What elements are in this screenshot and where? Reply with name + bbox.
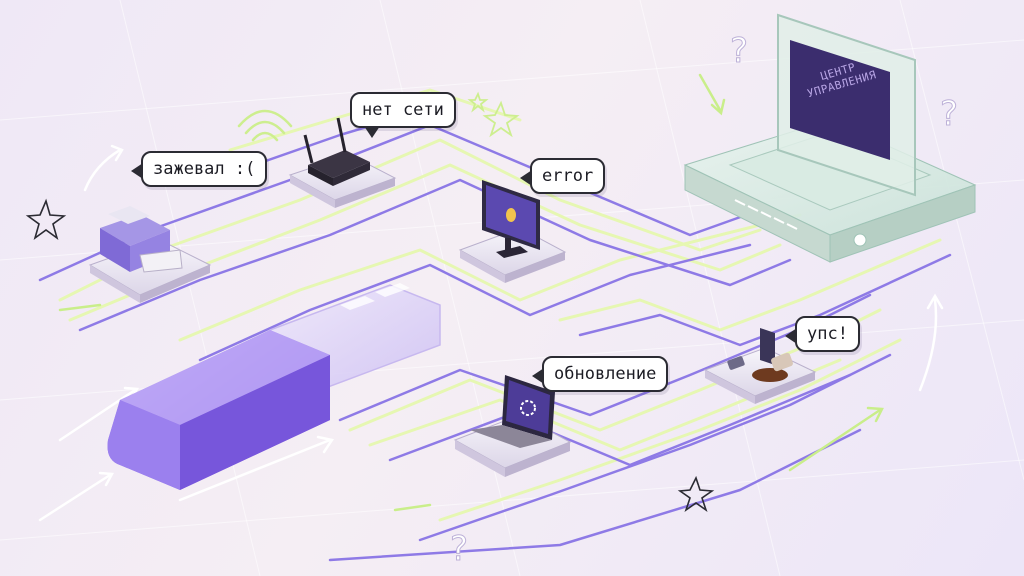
printer-station bbox=[88, 206, 212, 303]
decorative-arrows-green bbox=[58, 73, 884, 512]
bubble-monitor: error bbox=[519, 158, 606, 194]
laptop-icon bbox=[470, 375, 555, 448]
bubble-spill: упс! bbox=[785, 316, 860, 352]
svg-text:?: ? bbox=[450, 529, 468, 569]
svg-text:?: ? bbox=[730, 31, 748, 71]
bubble-laptop: обновление bbox=[531, 356, 669, 392]
laptop-station bbox=[453, 375, 572, 477]
coffee-spill-icon bbox=[727, 328, 793, 382]
spill-station bbox=[703, 328, 817, 404]
decorative-stars bbox=[25, 198, 715, 513]
svg-text:?: ? bbox=[940, 94, 958, 134]
monitor-station bbox=[458, 180, 567, 283]
question-marks: ??? bbox=[450, 31, 959, 570]
router-icon bbox=[303, 117, 370, 186]
printer-icon bbox=[100, 206, 183, 273]
router-station bbox=[288, 117, 397, 208]
decorative-stars-green bbox=[467, 91, 520, 138]
bubble-router: нет сети bbox=[350, 92, 456, 138]
monitor-icon bbox=[482, 180, 540, 258]
bubble-printer: зажевал :( bbox=[130, 151, 268, 187]
ethernet-ports bbox=[734, 199, 798, 230]
control-center-screen bbox=[790, 40, 890, 160]
wifi-signal-icon bbox=[237, 109, 293, 142]
usb-flash-drive-icon bbox=[107, 283, 441, 490]
control-center-station bbox=[683, 13, 977, 263]
